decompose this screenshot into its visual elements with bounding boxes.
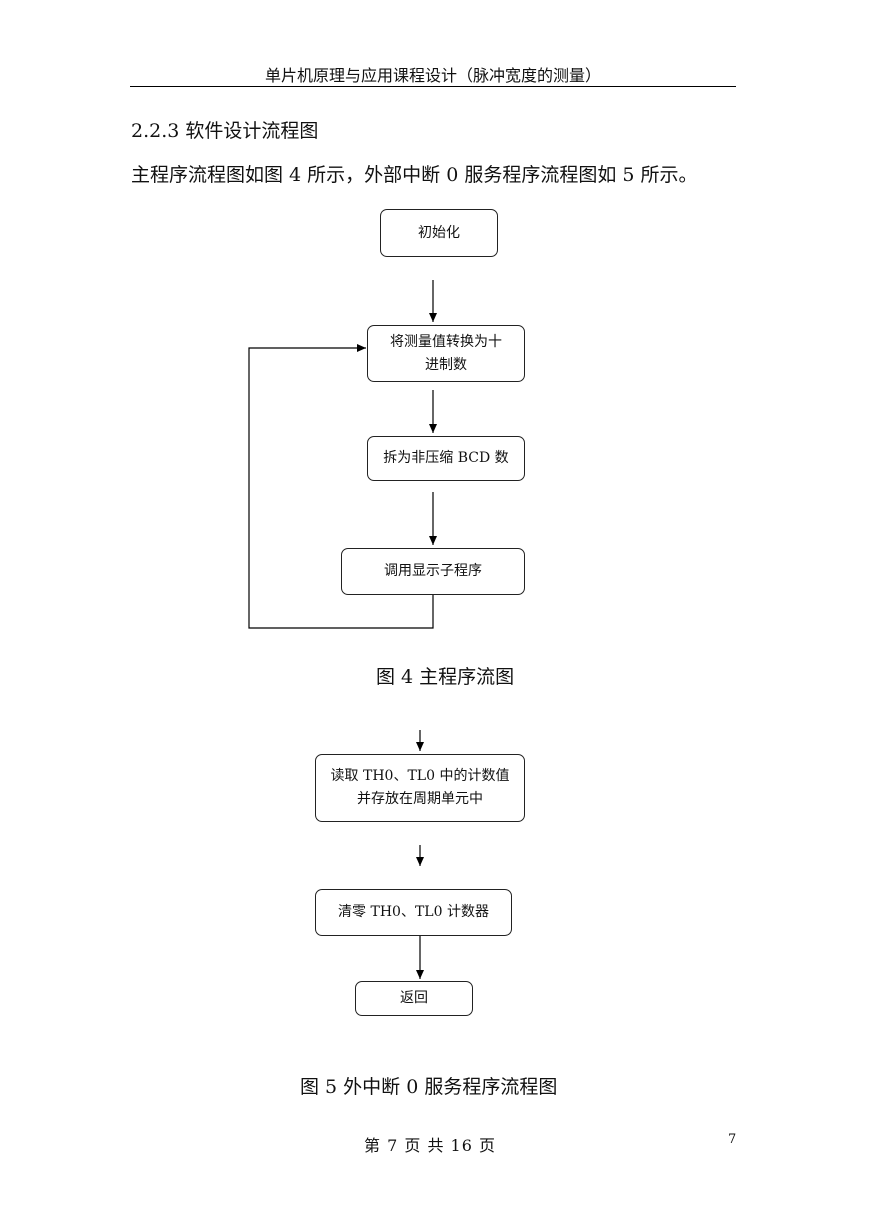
figure5-caption: 图 5 外中断 0 服务程序流程图 [300, 1076, 558, 1098]
box-read-line1: 读取 TH0、TL0 中的计数值 [330, 768, 510, 784]
box-read-line2: 并存放在周期单元中 [357, 791, 483, 807]
section-heading: 2.2.3 软件设计流程图 [131, 120, 319, 142]
box-convert-line1: 将测量值转换为十 [390, 333, 502, 350]
box-init: 初始化 [380, 209, 498, 257]
box-init-label: 初始化 [418, 224, 460, 241]
box-convert-decimal: 将测量值转换为十 进制数 [367, 325, 525, 382]
page-footer: 第 7 页 共 16 页 [364, 1136, 496, 1155]
box-call-display: 调用显示子程序 [341, 548, 525, 595]
box-clear-label: 清零 TH0、TL0 计数器 [338, 904, 489, 920]
intro-paragraph: 主程序流程图如图 4 所示，外部中断 0 服务程序流程图如 5 所示。 [131, 164, 698, 186]
box-clear-counter: 清零 TH0、TL0 计数器 [315, 889, 512, 936]
loop-back-line [248, 344, 434, 629]
box-return-label: 返回 [400, 990, 428, 1006]
box-read-counter: 读取 TH0、TL0 中的计数值 并存放在周期单元中 [315, 754, 525, 822]
figure4-caption: 图 4 主程序流图 [376, 666, 515, 688]
box-split-label: 拆为非压缩 BCD 数 [383, 450, 509, 466]
box-convert-line2: 进制数 [425, 356, 467, 373]
header-rule [130, 86, 736, 87]
page-number: 7 [728, 1132, 737, 1147]
box-return: 返回 [355, 981, 473, 1016]
box-split-bcd: 拆为非压缩 BCD 数 [367, 436, 525, 481]
box-display-label: 调用显示子程序 [384, 563, 482, 579]
page-header: 单片机原理与应用课程设计（脉冲宽度的测量） [264, 66, 601, 85]
